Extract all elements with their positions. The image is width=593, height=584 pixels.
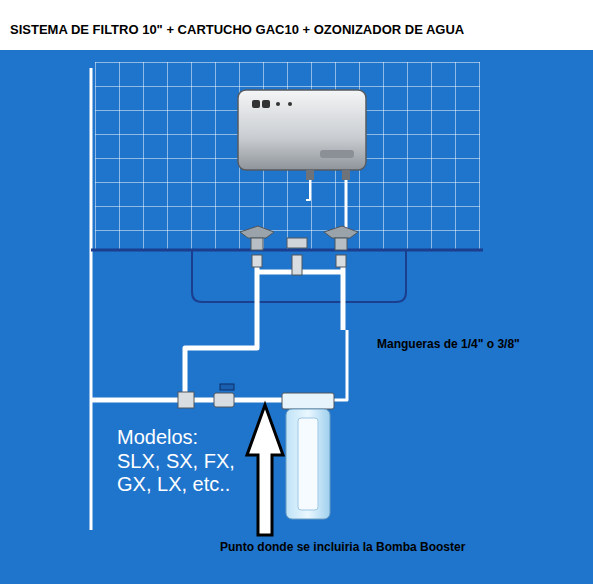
wall-line xyxy=(90,68,93,530)
models-heading: Modelos: xyxy=(117,426,198,449)
ozonizer-led xyxy=(288,102,292,106)
ball-valve xyxy=(214,393,234,407)
hoses xyxy=(92,180,347,400)
counter-top xyxy=(91,249,483,252)
filter-housing xyxy=(282,393,334,519)
booster-pump-note: Punto donde se incluiria la Bomba Booste… xyxy=(220,540,465,554)
sink-basin xyxy=(192,251,406,302)
ozonizer-button xyxy=(262,100,270,108)
ozonizer-fitting xyxy=(306,170,314,180)
pointer-arrow xyxy=(247,405,283,535)
tee-fitting xyxy=(178,392,194,408)
ozonizer-badge xyxy=(320,150,354,158)
ozonizer-unit xyxy=(238,90,366,170)
valve-handle xyxy=(220,384,234,390)
models-list: SLX, SX, FX, GX, LX, etc.. xyxy=(117,450,249,496)
background xyxy=(0,50,593,584)
title: SISTEMA DE FILTRO 10" + CARTUCHO GAC10 +… xyxy=(10,22,464,37)
hose-size-note: Mangueras de 1/4" o 3/8" xyxy=(377,337,520,351)
ozonizer-button xyxy=(252,100,260,108)
faucet-spout xyxy=(287,238,307,275)
faucet xyxy=(240,226,274,267)
ozonizer-fitting xyxy=(342,170,350,180)
faucet xyxy=(324,226,358,267)
wall-tiles xyxy=(95,62,480,250)
ozonizer-led xyxy=(276,102,280,106)
